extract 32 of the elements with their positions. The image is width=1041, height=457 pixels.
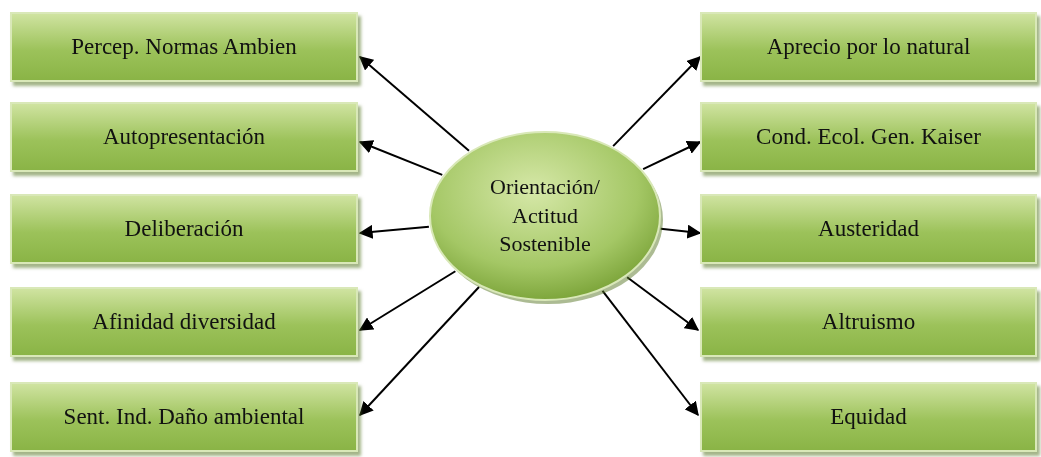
process-box	[10, 194, 358, 264]
node-label: Sent. Ind. Daño ambiental	[63, 404, 305, 430]
process-box	[700, 12, 1037, 82]
arrow	[358, 270, 457, 331]
node-label: Afinidad diversidad	[92, 309, 276, 335]
arrow	[659, 224, 702, 239]
node-label: Deliberación	[124, 216, 244, 242]
arrow	[359, 286, 480, 417]
arrow	[358, 56, 470, 152]
arrow	[626, 276, 700, 331]
arrow	[642, 141, 702, 171]
process-box	[700, 382, 1037, 452]
node-label: Altruismo	[821, 309, 916, 335]
ellipse-node	[428, 130, 662, 302]
process-box	[700, 194, 1037, 264]
process-box	[700, 102, 1037, 172]
node-label: Equidad	[830, 404, 907, 430]
node-label: Percep. Normas Ambien	[71, 34, 297, 60]
process-box	[10, 102, 358, 172]
arrow	[601, 289, 699, 417]
node-label: Austeridad	[818, 216, 919, 242]
arrow	[612, 56, 701, 148]
node-label: Aprecio por lo natural	[766, 34, 971, 60]
process-box	[700, 287, 1037, 357]
node-label: Orientación/ Actitud Sostenible	[489, 173, 601, 259]
node-label: Autopresentación	[102, 124, 266, 150]
node-label: Cond. Ecol. Gen. Kaiser	[756, 124, 981, 150]
arrow	[358, 140, 444, 176]
process-box	[10, 287, 358, 357]
process-box	[10, 382, 358, 452]
arrow	[358, 224, 430, 239]
process-box	[10, 12, 358, 82]
